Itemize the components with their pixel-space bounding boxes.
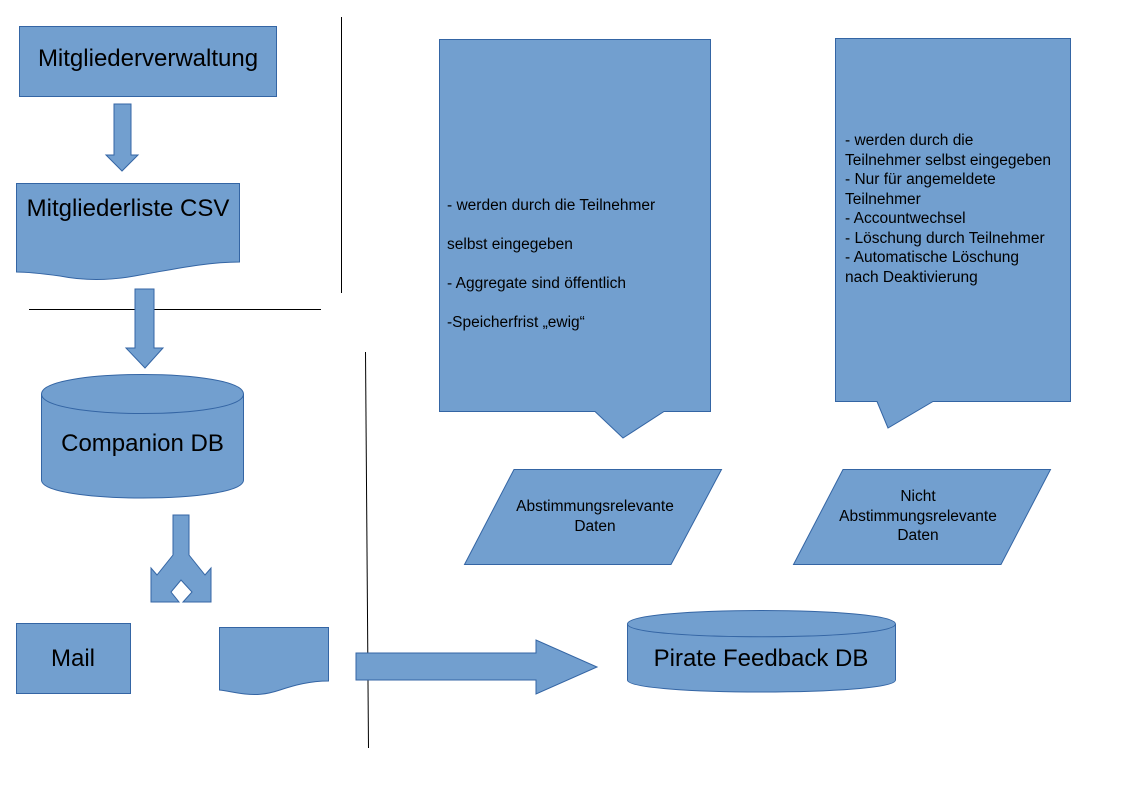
mitgliederliste-csv-label: Mitgliederliste CSV bbox=[26, 195, 230, 222]
mitgliederliste-csv-document[interactable] bbox=[16, 183, 240, 281]
note-line: nach Deaktivierung bbox=[845, 268, 978, 286]
note-line: - werden durch die bbox=[845, 132, 974, 149]
mitgliederverwaltung-label: Mitgliederverwaltung bbox=[37, 45, 259, 72]
pirate-feedback-db-cylinder[interactable] bbox=[627, 610, 896, 693]
note-line: - Löschung durch Teilnehmer bbox=[845, 229, 1045, 247]
abstimmungsrelevant-note: - werden durch die Teilnehmer selbst ein… bbox=[447, 176, 717, 352]
nicht-abstimmungsrelevante-daten-shape[interactable] bbox=[792, 469, 1052, 565]
note-line: -Speicherfrist „ewig“ bbox=[447, 313, 585, 331]
nicht-abstimmungsrelevant-note: - werden durch die Teilnehmer selbst ein… bbox=[845, 131, 1123, 287]
pirate-feedback-db-label: Pirate Feedback DB bbox=[653, 645, 869, 672]
vertical-divider-bottom bbox=[365, 351, 369, 749]
note-line: - Nur für angemeldete bbox=[845, 171, 996, 188]
note-line: - Automatische Löschung bbox=[845, 249, 1020, 266]
abstimmungsrelevante-daten-shape[interactable] bbox=[463, 469, 723, 565]
companion-db-label: Companion DB bbox=[61, 430, 224, 457]
note-line: selbst eingegeben bbox=[447, 235, 573, 253]
note-line: Teilnehmer bbox=[845, 190, 921, 208]
nicht-abstimmungsrelevant-callout bbox=[835, 38, 1071, 429]
abstimmungsrelevant-callout bbox=[439, 39, 711, 439]
mail-label: Mail bbox=[50, 645, 95, 672]
abstimmungsrelevante-daten-label: Abstimmungsrelevante Daten bbox=[516, 498, 674, 535]
mail-box[interactable] bbox=[16, 623, 131, 694]
arrow-right-icon bbox=[355, 639, 599, 695]
companion-db-cylinder[interactable] bbox=[41, 374, 244, 499]
pirate-feedback-db-cylinder-top bbox=[627, 623, 896, 638]
note-line: - Aggregate sind öffentlich bbox=[447, 274, 626, 292]
note-line: - Accountwechsel bbox=[845, 210, 966, 227]
note-line: - werden durch die Teilnehmer bbox=[447, 196, 656, 214]
note-line: Teilnehmer selbst eingegeben bbox=[845, 151, 1051, 169]
arrow-down-icon bbox=[104, 103, 140, 172]
split-arrow-icon bbox=[150, 514, 212, 603]
arrow-down-icon bbox=[124, 288, 165, 369]
nicht-abstimmungsrelevante-daten-label: Nicht Abstimmungsrelevante Daten bbox=[839, 488, 997, 544]
companion-db-cylinder-top bbox=[41, 393, 244, 414]
mitgliederverwaltung-box[interactable] bbox=[19, 26, 277, 97]
blank-document[interactable] bbox=[219, 627, 329, 695]
